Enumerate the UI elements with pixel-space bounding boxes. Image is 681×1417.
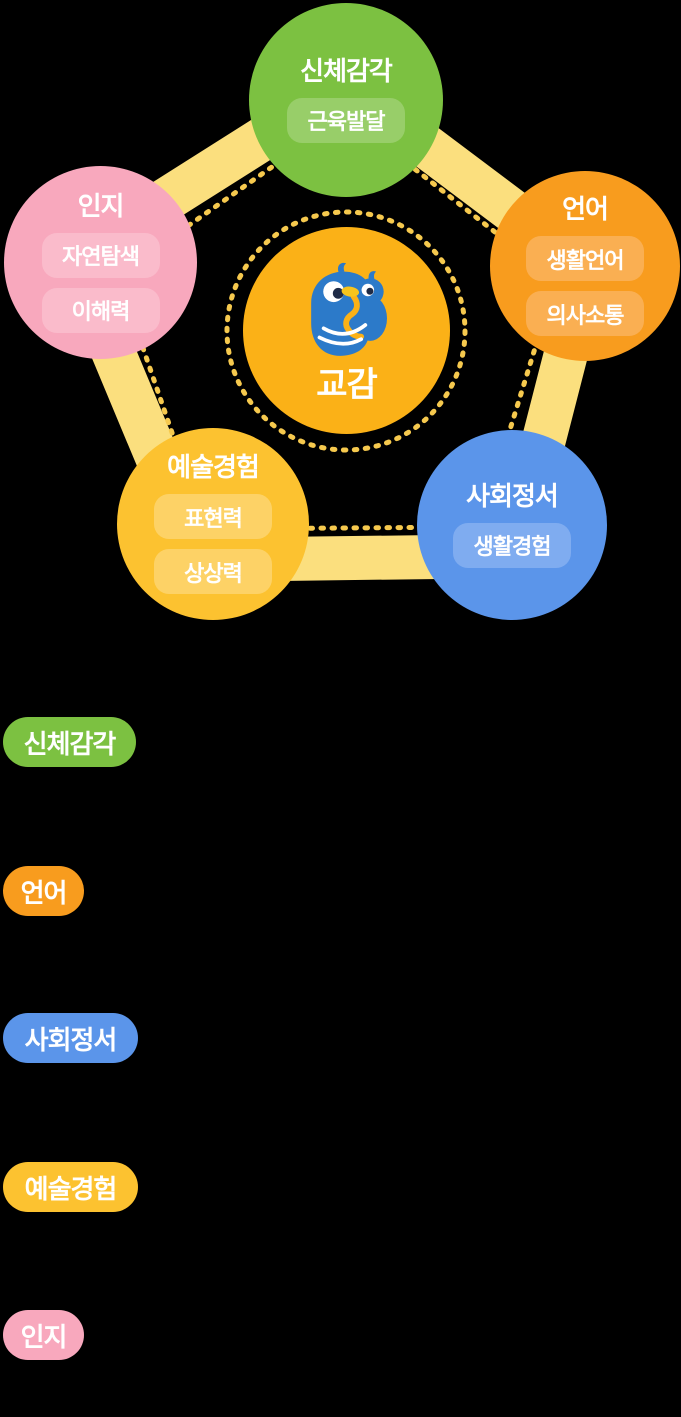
area-circle-physical: 신체감각 근육발달: [249, 3, 443, 197]
center-label: 교감: [316, 365, 378, 404]
area-title-language: 언어: [562, 194, 609, 224]
area-circle-cognition: 인지 자연탐색 이해력: [4, 166, 197, 359]
area-circle-social-emotional: 사회정서 생활경험: [417, 430, 607, 620]
area-title-physical: 신체감각: [300, 55, 393, 86]
area-chip-daily-language: 생활언어: [526, 236, 644, 281]
area-chip-nature-exploration: 자연탐색: [41, 232, 160, 278]
area-title-cognition: 인지: [77, 190, 125, 221]
area-chip-communication: 의사소통: [526, 291, 644, 336]
area-circle-art-experience: 예술경험 표현력 상상력: [117, 428, 309, 620]
area-chip-muscle-development: 근육발달: [287, 97, 405, 143]
area-chip-imagination: 상상력: [154, 549, 272, 594]
area-title-social-emotional: 사회정서: [466, 480, 559, 511]
area-chip-expressiveness: 표현력: [154, 494, 272, 539]
legend-pill-physical: 신체감각: [3, 717, 136, 767]
duck-mascot-icon: [310, 262, 387, 356]
area-title-art-experience: 예술경험: [167, 452, 260, 482]
legend-pill-language: 언어: [3, 866, 84, 916]
legend-pill-cognition: 인지: [3, 1310, 84, 1360]
center-circle: 교감: [243, 227, 450, 434]
area-chip-life-experience: 생활경험: [453, 522, 571, 568]
area-circle-language: 언어 생활언어 의사소통: [490, 171, 680, 361]
legend-pill-social-emotional: 사회정서: [3, 1013, 138, 1063]
legend-pill-art-experience: 예술경험: [3, 1162, 138, 1212]
center-dashed-ring: [224, 209, 468, 453]
area-chip-comprehension: 이해력: [41, 287, 160, 333]
